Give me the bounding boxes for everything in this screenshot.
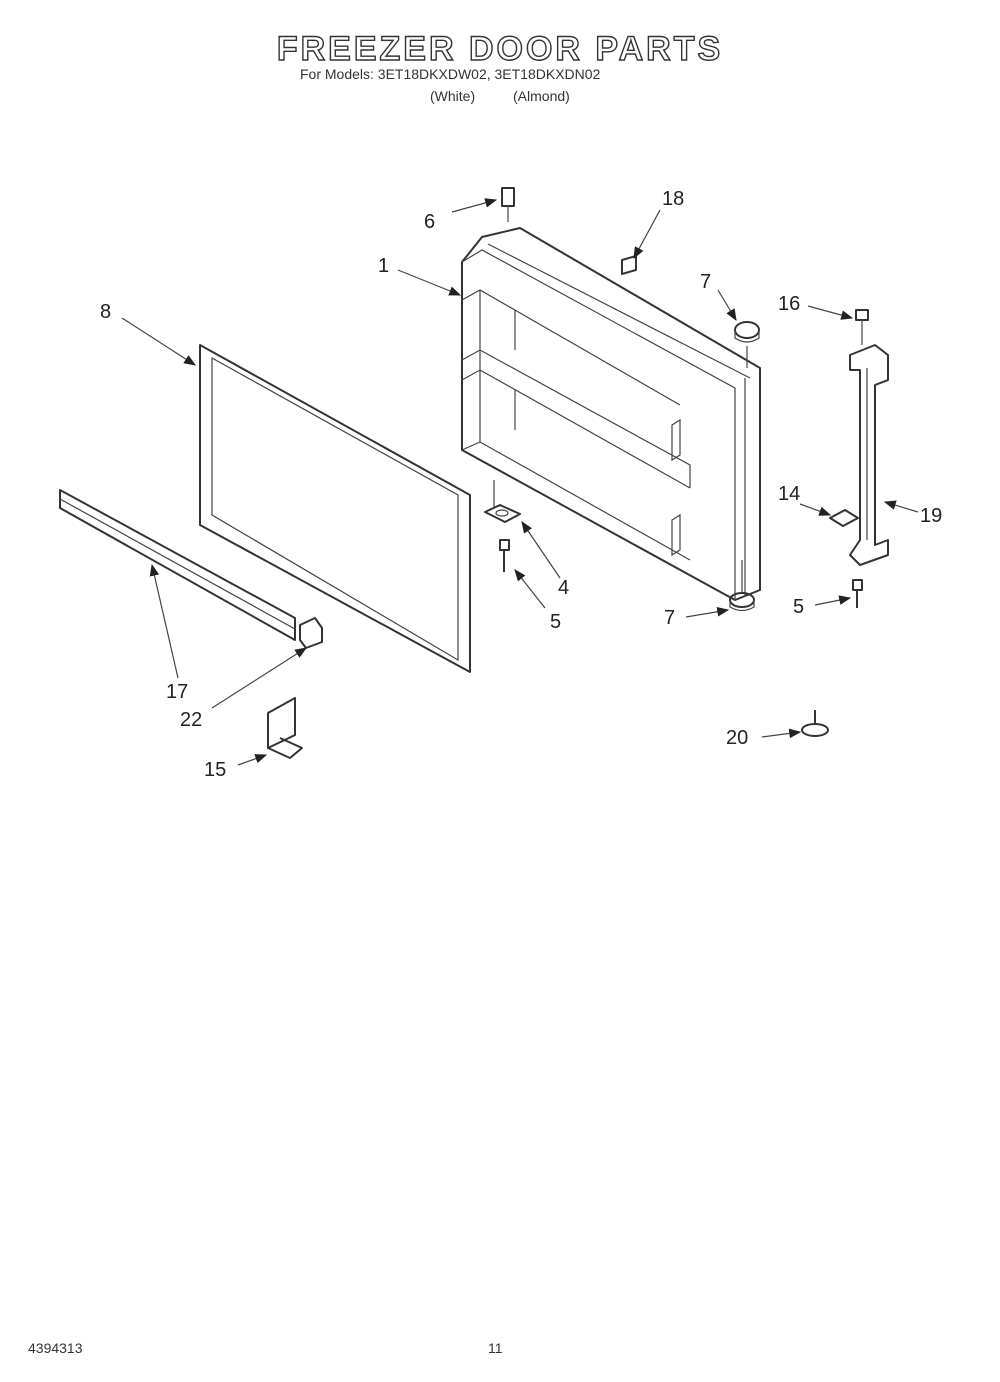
callout-7-top: 7: [700, 271, 711, 293]
plug-bottom: [729, 560, 755, 612]
callout-5-right: 5: [793, 596, 804, 618]
door-hinge: [849, 344, 889, 566]
callout-1: 1: [378, 255, 389, 277]
callout-16: 16: [778, 293, 800, 315]
callout-7-bottom: 7: [664, 607, 675, 629]
leader-lines: [121, 198, 919, 766]
page-number: 11: [488, 1340, 503, 1356]
hinge-screw-top: [855, 309, 869, 345]
hinge-bushing: [484, 480, 521, 523]
label-plate: [621, 255, 637, 275]
hinge-pin: [801, 710, 829, 737]
door-liner: [461, 227, 761, 601]
variant-almond: (Almond): [513, 88, 570, 104]
callout-18: 18: [662, 188, 684, 210]
document-number: 4394313: [28, 1340, 83, 1356]
model-numbers: For Models: 3ET18DKXDW02, 3ET18DKXDN02: [300, 66, 601, 82]
callout-15: 15: [204, 759, 226, 781]
callout-22: 22: [180, 709, 202, 731]
door-gasket: [199, 344, 471, 673]
diagram-title: FREEZER DOOR PARTS: [276, 29, 724, 68]
callout-19: 19: [920, 505, 942, 527]
handle-trim-strip: [59, 489, 296, 641]
callout-5-left: 5: [550, 611, 561, 633]
variant-white: (White): [430, 88, 476, 104]
callout-4: 4: [558, 577, 569, 599]
screw-top: [501, 187, 515, 222]
screw-left: [499, 539, 510, 572]
callout-6: 6: [424, 211, 435, 233]
end-cap: [299, 617, 323, 649]
hinge-shim: [829, 509, 859, 527]
callout-8: 8: [100, 301, 111, 323]
callout-20: 20: [726, 727, 748, 749]
plug-top: [734, 321, 760, 368]
callout-14: 14: [778, 483, 800, 505]
bracket: [267, 697, 303, 759]
color-variants: (White) (Almond): [430, 88, 604, 104]
callout-17: 17: [166, 681, 188, 703]
screw-right: [852, 579, 863, 608]
